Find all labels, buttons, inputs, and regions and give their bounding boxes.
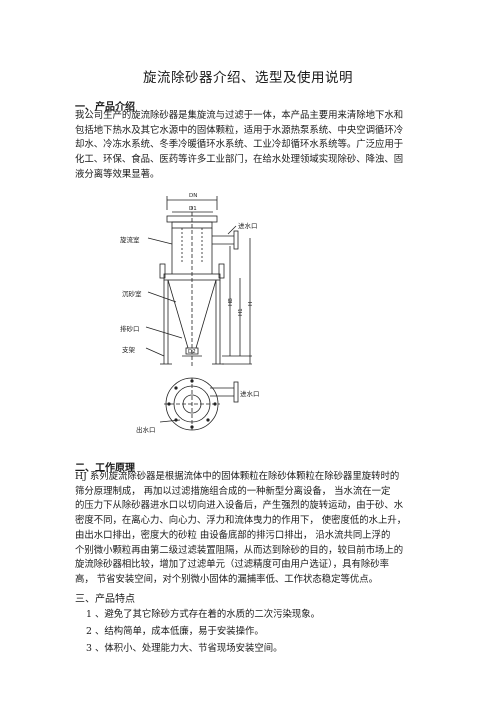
- section-heading-features: 三、产品特点: [75, 594, 135, 605]
- paragraph-line: 化工、环保、食品、医药等许多工业部门，在给水处理领域实现除砂、降浊、固: [75, 154, 404, 166]
- paragraph-line: 的压力下从除砂器进水口以切向进入设备后，产生强烈的旋转运动，由于砂、水: [75, 500, 404, 512]
- dim-hb-label: HB: [228, 298, 234, 306]
- paragraph-line: HJ 系列旋流除砂器是根据流体中的固体颗粒在除砂体颗粒在除砂器里旋转时的: [75, 471, 400, 482]
- label-inlet-plan: 进水口: [240, 389, 260, 398]
- dim-d1-label: D1: [189, 206, 197, 212]
- section-heading-intro: 一、产品介绍: [75, 102, 135, 113]
- paragraph-line: 密度不同，在离心力、向心力、浮力和流体曳力的作用下， 使密度低的水上升，: [75, 515, 407, 527]
- paragraph-line: 我公司生产的旋流除砂器是集旋流与过滤于一体，本产品主要用来清除地下水和: [75, 110, 404, 121]
- paragraph-line: 由出水口排出，密度大的砂粒 由设备底部的排污口排出， 沿水流共同上浮的: [75, 529, 391, 541]
- dim-h1-label: H1: [238, 308, 244, 316]
- section-heading-principle: 二、工作原理: [75, 463, 135, 474]
- feature-item: 3 、体积小、处理能力大、节省现场安装空间。: [86, 643, 283, 654]
- paragraph-line: 旋流除砂器相比较，增加了过滤单元（过滤精度可由用户选证），具有除砂率: [75, 559, 390, 571]
- label-support: 支架: [122, 345, 136, 354]
- paragraph-line: 高， 节省安装空间，对个别微小固体的漏捕率低、工作状态稳定等优点。: [75, 573, 378, 585]
- label-settling-chamber: 沉砂室: [122, 289, 142, 298]
- label-outlet: 出水口: [136, 425, 156, 434]
- intro-paragraph: 我公司生产的旋流除砂器是集旋流与过滤于一体，本产品主要用来清除地下水和 包括地下…: [75, 109, 423, 183]
- label-sand-outlet: 排砂口: [120, 324, 140, 333]
- feature-item: 2 、结构简单，成本低廉，易于安装操作。: [86, 626, 264, 637]
- dim-d2-label: D2: [188, 349, 196, 355]
- feature-item: 1 、避免了其它除砂方式存在着的水质的二次污染现象。: [86, 609, 320, 620]
- dim-dn-label: DN: [189, 193, 197, 199]
- paragraph-line: 包括地下热水及其它水源中的固体颗粒，适用于水源热泵系统、中央空调循环冷: [75, 124, 404, 136]
- paragraph-line: 个别微小颗粒再由第二级过滤装置阻隔，从而达到除砂的目的，较目前市场上的: [75, 544, 404, 556]
- paragraph-line: 却水、冷冻水系统、冬季冷暖循环水系统、工业冷却循环水系统等。广泛应用于: [75, 139, 404, 151]
- principle-paragraph: HJ 系列旋流除砂器是根据流体中的固体颗粒在除砂体颗粒在除砂器里旋转时的 筛分原…: [75, 470, 423, 588]
- label-inlet-top: 进水口: [238, 221, 258, 230]
- paragraph-line: 液分离等效果显著。: [75, 168, 160, 180]
- paragraph-line: 筛分原理制成， 再加以过滤措施组合成的一种新型分离设备， 当水流在一定: [75, 485, 391, 497]
- dim-h-label: H: [248, 302, 254, 306]
- label-cyclone-chamber: 旋流室: [120, 235, 140, 244]
- page-title: 旋流除砂器介绍、选型及使用说明: [143, 70, 353, 86]
- desander-technical-drawing: DN D1 D2 HB H1 H 旋流室 进水口 沉砂室 排砂口 支架 进水口 …: [120, 193, 260, 434]
